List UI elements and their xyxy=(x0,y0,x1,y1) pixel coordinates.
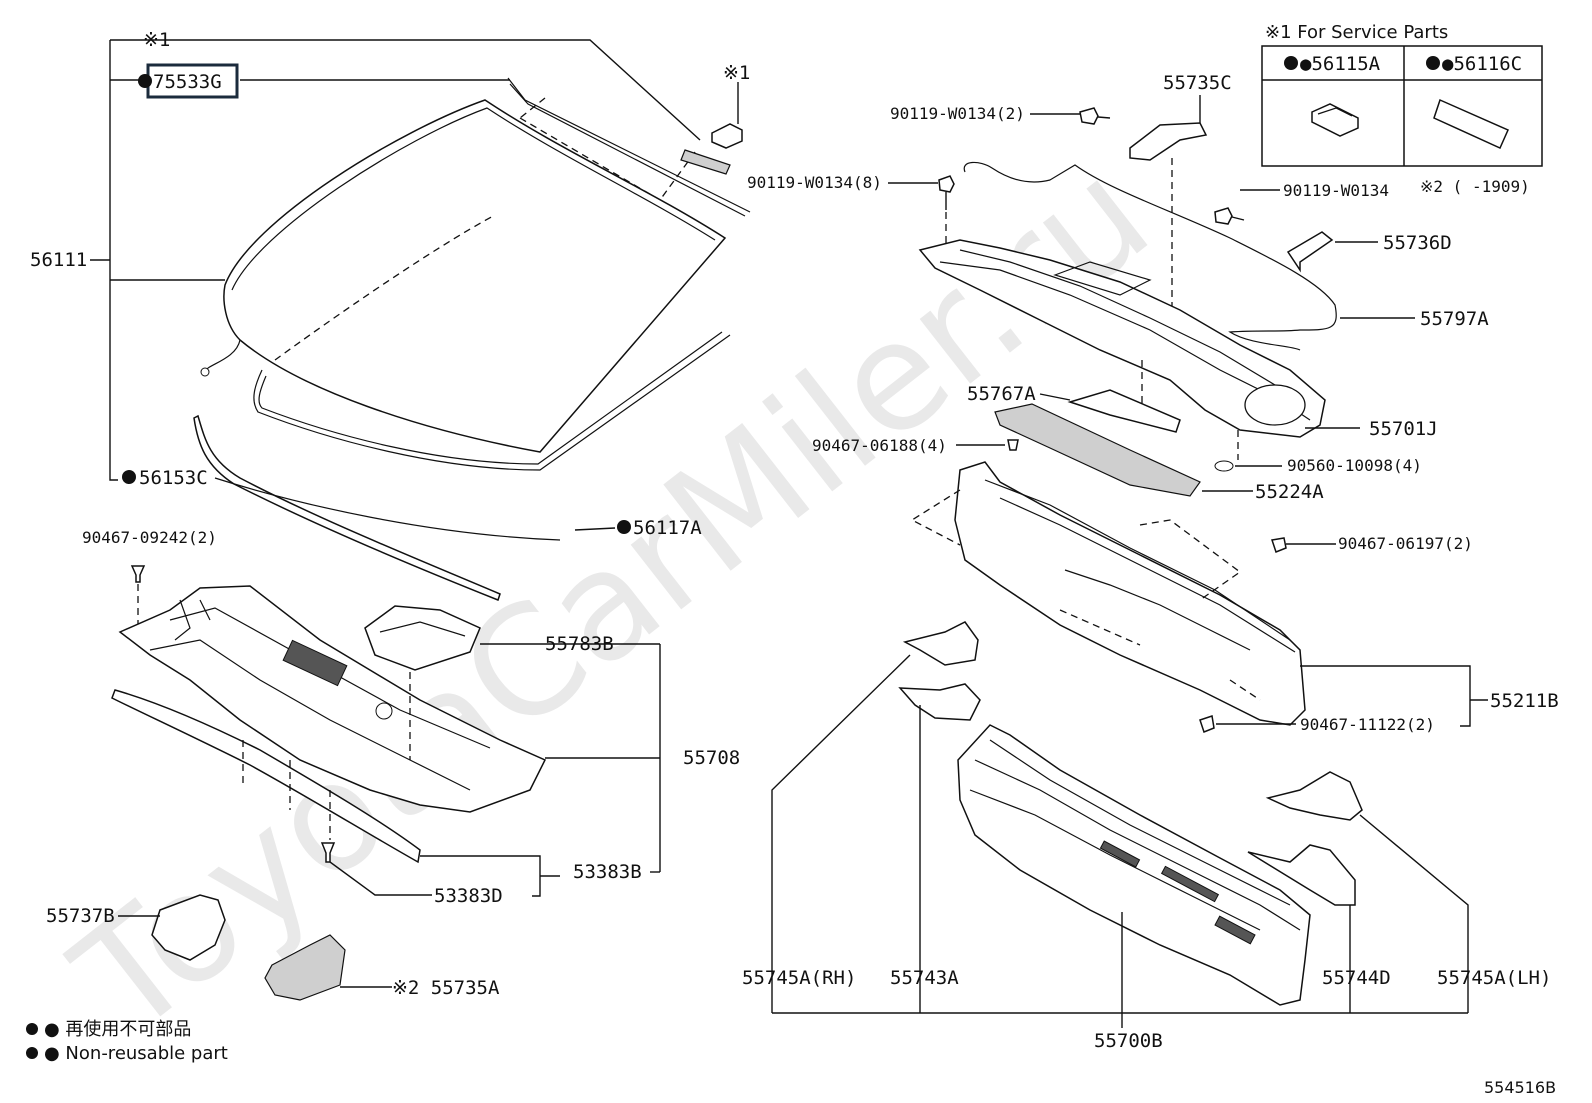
cowl-top-group: 90467-09242(2) xyxy=(82,528,661,897)
clip-icon xyxy=(130,565,146,583)
label-55708[interactable]: 55708 xyxy=(683,747,740,769)
cowl-top-panel-55708 xyxy=(118,585,547,813)
label-55737B[interactable]: 55737B xyxy=(46,905,115,927)
service-col1[interactable]: ●56115A xyxy=(1300,53,1381,75)
label-55745A-LH[interactable]: 55745A(LH) xyxy=(1437,967,1551,989)
label-56111[interactable]: 56111 xyxy=(30,249,87,271)
clip-icon xyxy=(1007,439,1019,451)
label-90560-10098[interactable]: 90560-10098(4) xyxy=(1287,456,1422,475)
legend-english: ● Non-reusable part xyxy=(44,1043,228,1064)
label-55735A[interactable]: ※2 55735A xyxy=(392,977,500,999)
clip-icon xyxy=(1271,537,1287,553)
bracket-56111 xyxy=(109,40,118,481)
label-55736D[interactable]: 55736D xyxy=(1383,232,1452,254)
label-55700B[interactable]: 55700B xyxy=(1094,1030,1163,1052)
label-55211B[interactable]: 55211B xyxy=(1490,690,1559,712)
label-56153C[interactable]: 56153C xyxy=(139,467,208,489)
clip-pad xyxy=(680,149,731,175)
right-upper-group xyxy=(888,95,1415,553)
label-note1-clip: ※1 xyxy=(723,62,750,84)
part-55735A xyxy=(264,934,346,1001)
part-55736D xyxy=(1286,231,1334,273)
washer-icon xyxy=(1214,460,1234,472)
label-55735C[interactable]: 55735C xyxy=(1163,72,1232,94)
label-55783B[interactable]: 55783B xyxy=(545,633,614,655)
pad-55767A xyxy=(1067,389,1181,433)
label-90119-W0134-2[interactable]: 90119-W0134(2) xyxy=(890,104,1025,123)
label-53383D[interactable]: 53383D xyxy=(434,885,503,907)
label-90119-W0134[interactable]: 90119-W0134 xyxy=(1283,181,1389,200)
diagram-id: 554516B xyxy=(1484,1078,1556,1097)
service-parts-table: ※1 For Service Parts ●56115A ●56116C ※2 … xyxy=(1261,22,1543,196)
cowl-piece-55783B xyxy=(364,605,481,671)
label-90467-06188[interactable]: 90467-06188(4) xyxy=(812,436,947,455)
lower-molding-56153C xyxy=(193,414,501,601)
label-55744D[interactable]: 55744D xyxy=(1322,967,1391,989)
nonreuse-dot xyxy=(138,74,152,88)
label-55701J[interactable]: 55701J xyxy=(1369,418,1438,440)
label-90119-W0134-8[interactable]: 90119-W0134(8) xyxy=(747,173,882,192)
label-55224A[interactable]: 55224A xyxy=(1255,481,1324,503)
label-90467-11122[interactable]: 90467-11122(2) xyxy=(1300,715,1435,734)
cowl-lower-group xyxy=(771,621,1469,1028)
label-53383B[interactable]: 53383B xyxy=(573,861,642,883)
service-note2: ※2 ( -1909) xyxy=(1420,177,1530,196)
windshield-glass xyxy=(223,99,727,453)
bolt-icon xyxy=(938,175,955,193)
label-55745A-RH[interactable]: 55745A(RH) xyxy=(742,967,856,989)
panel-55224A xyxy=(994,403,1201,497)
label-55743A[interactable]: 55743A xyxy=(890,967,959,989)
label-90467-06197[interactable]: 90467-06197(2) xyxy=(1338,534,1473,553)
bracket-55708 xyxy=(480,643,661,872)
cowl-panel-55211B-group xyxy=(910,461,1488,733)
glass-dam xyxy=(253,334,731,471)
part-55737B xyxy=(151,894,226,961)
hose-55797A xyxy=(963,161,1337,351)
part-56116C-icon xyxy=(1433,98,1509,149)
leader-note1 xyxy=(160,39,701,141)
label-56117A[interactable]: 56117A xyxy=(633,517,702,539)
service-table-title: ※1 For Service Parts xyxy=(1265,22,1448,43)
glass-wire xyxy=(204,339,241,373)
bolt-icon xyxy=(1214,207,1233,225)
label-55797A[interactable]: 55797A xyxy=(1420,308,1489,330)
part-55745A-LH xyxy=(1265,771,1363,821)
cowl-seal-53383B xyxy=(111,689,421,864)
clip-part xyxy=(711,123,743,149)
small-parts-group xyxy=(118,894,392,1001)
panel-55701J xyxy=(918,239,1326,438)
legend-japanese: ● 再使用不可部品 xyxy=(44,1019,191,1040)
label-75533G[interactable]: 75533G xyxy=(153,71,222,93)
label-90467-09242[interactable]: 90467-09242(2) xyxy=(82,528,217,547)
part-55745A-RH xyxy=(902,621,979,666)
vent-grille xyxy=(282,639,348,687)
label-55767A[interactable]: 55767A xyxy=(967,383,1036,405)
outer-seal xyxy=(214,477,561,541)
part-55743A xyxy=(898,683,981,721)
windshield-group xyxy=(90,39,751,601)
clip-icon xyxy=(1199,715,1215,733)
leader-56117A xyxy=(574,527,616,531)
part-55744D xyxy=(1247,844,1356,906)
service-col2[interactable]: ●56116C xyxy=(1442,53,1522,75)
bracket-55211B xyxy=(1216,665,1488,727)
label-note1-top: ※1 xyxy=(143,29,170,51)
part-55735C xyxy=(1129,122,1208,161)
bolt-icon xyxy=(1079,107,1099,125)
